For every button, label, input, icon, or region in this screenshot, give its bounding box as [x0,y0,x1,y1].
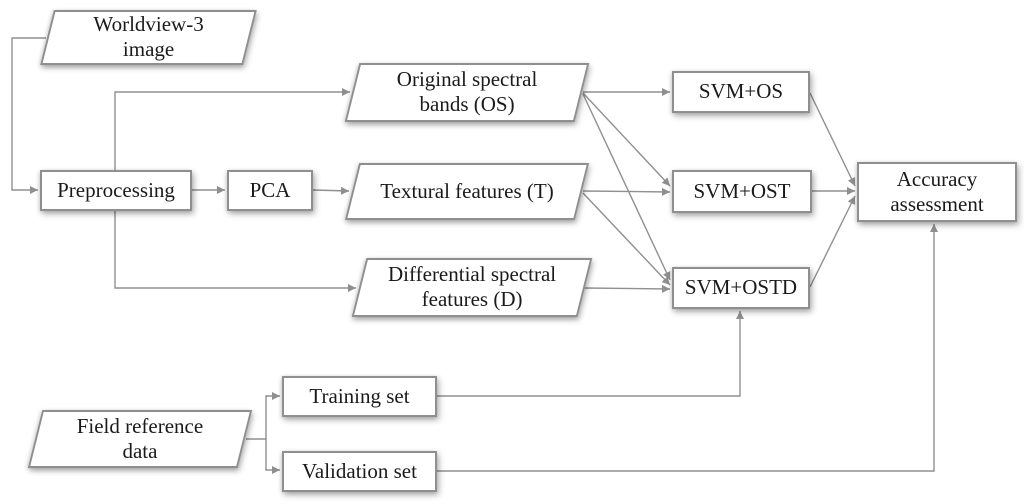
edge-preprocessing-os [114,88,350,170]
node-preprocessing: Preprocessing [40,170,192,211]
node-differential-spectral-features: Differential spectral features (D) [351,258,593,317]
node-svm-ost-label: SVM+OST [693,178,791,203]
edge-t-svmost [582,187,671,196]
node-worldview-image-label-line1: Worldview-3 [93,12,204,37]
node-training-set: Training set [282,376,437,417]
edge-field-validation [265,439,280,474]
edge-os-svmost [582,92,671,187]
node-field-reference-data-label-line1: Field reference [76,413,204,438]
node-pca: PCA [227,170,313,211]
node-svm-ost: SVM+OST [672,170,812,213]
node-field-reference-data-label-line2: data [122,439,158,463]
node-field-reference-data: Field reference data [27,410,253,468]
node-original-spectral-bands-label-line2: bands (OS) [419,92,515,117]
node-accuracy-assessment-label-line2: assessment [890,192,984,216]
edge-pca-t [312,186,350,195]
edge-svmostd-accuracy [809,195,856,288]
node-worldview-image: Worldview-3 image [40,10,257,65]
node-accuracy-assessment-label-line1: Accuracy [896,166,978,191]
edge-preprocessing-d [114,211,356,292]
node-accuracy-assessment: Accuracy assessment [857,162,1017,222]
node-differential-spectral-features-label-line2: features (D) [421,287,523,312]
node-preprocessing-label: Preprocessing [57,177,175,202]
node-training-set-label: Training set [309,383,410,408]
node-pca-label: PCA [249,177,291,202]
node-original-spectral-bands: Original spectral bands (OS) [344,63,590,122]
node-original-spectral-bands-label-line1: Original spectral [396,67,538,92]
node-svm-os-label: SVM+OS [698,79,784,104]
node-textural-features-label: Textural features (T) [380,178,554,203]
edge-t-svmostd [582,192,671,286]
edge-field-training [265,392,280,439]
edge-svmos-accuracy [809,92,856,187]
node-svm-ostd: SVM+OSTD [672,267,810,309]
node-validation-set: Validation set [282,451,437,492]
edge-worldview-preprocessing [11,37,46,194]
edge-training-svmostd [437,311,744,397]
node-svm-ostd-label: SVM+OSTD [684,275,798,300]
edge-os-svmostd [582,93,671,281]
edge-validation-accuracy [437,224,938,472]
node-validation-set-label: Validation set [302,458,417,483]
node-textural-features: Textural features (T) [344,163,590,220]
node-worldview-image-label-line2: image [122,37,175,62]
node-differential-spectral-features-label-line1: Differential spectral [387,262,557,287]
node-svm-os: SVM+OS [672,71,810,113]
edge-d-svmostd [583,284,671,293]
